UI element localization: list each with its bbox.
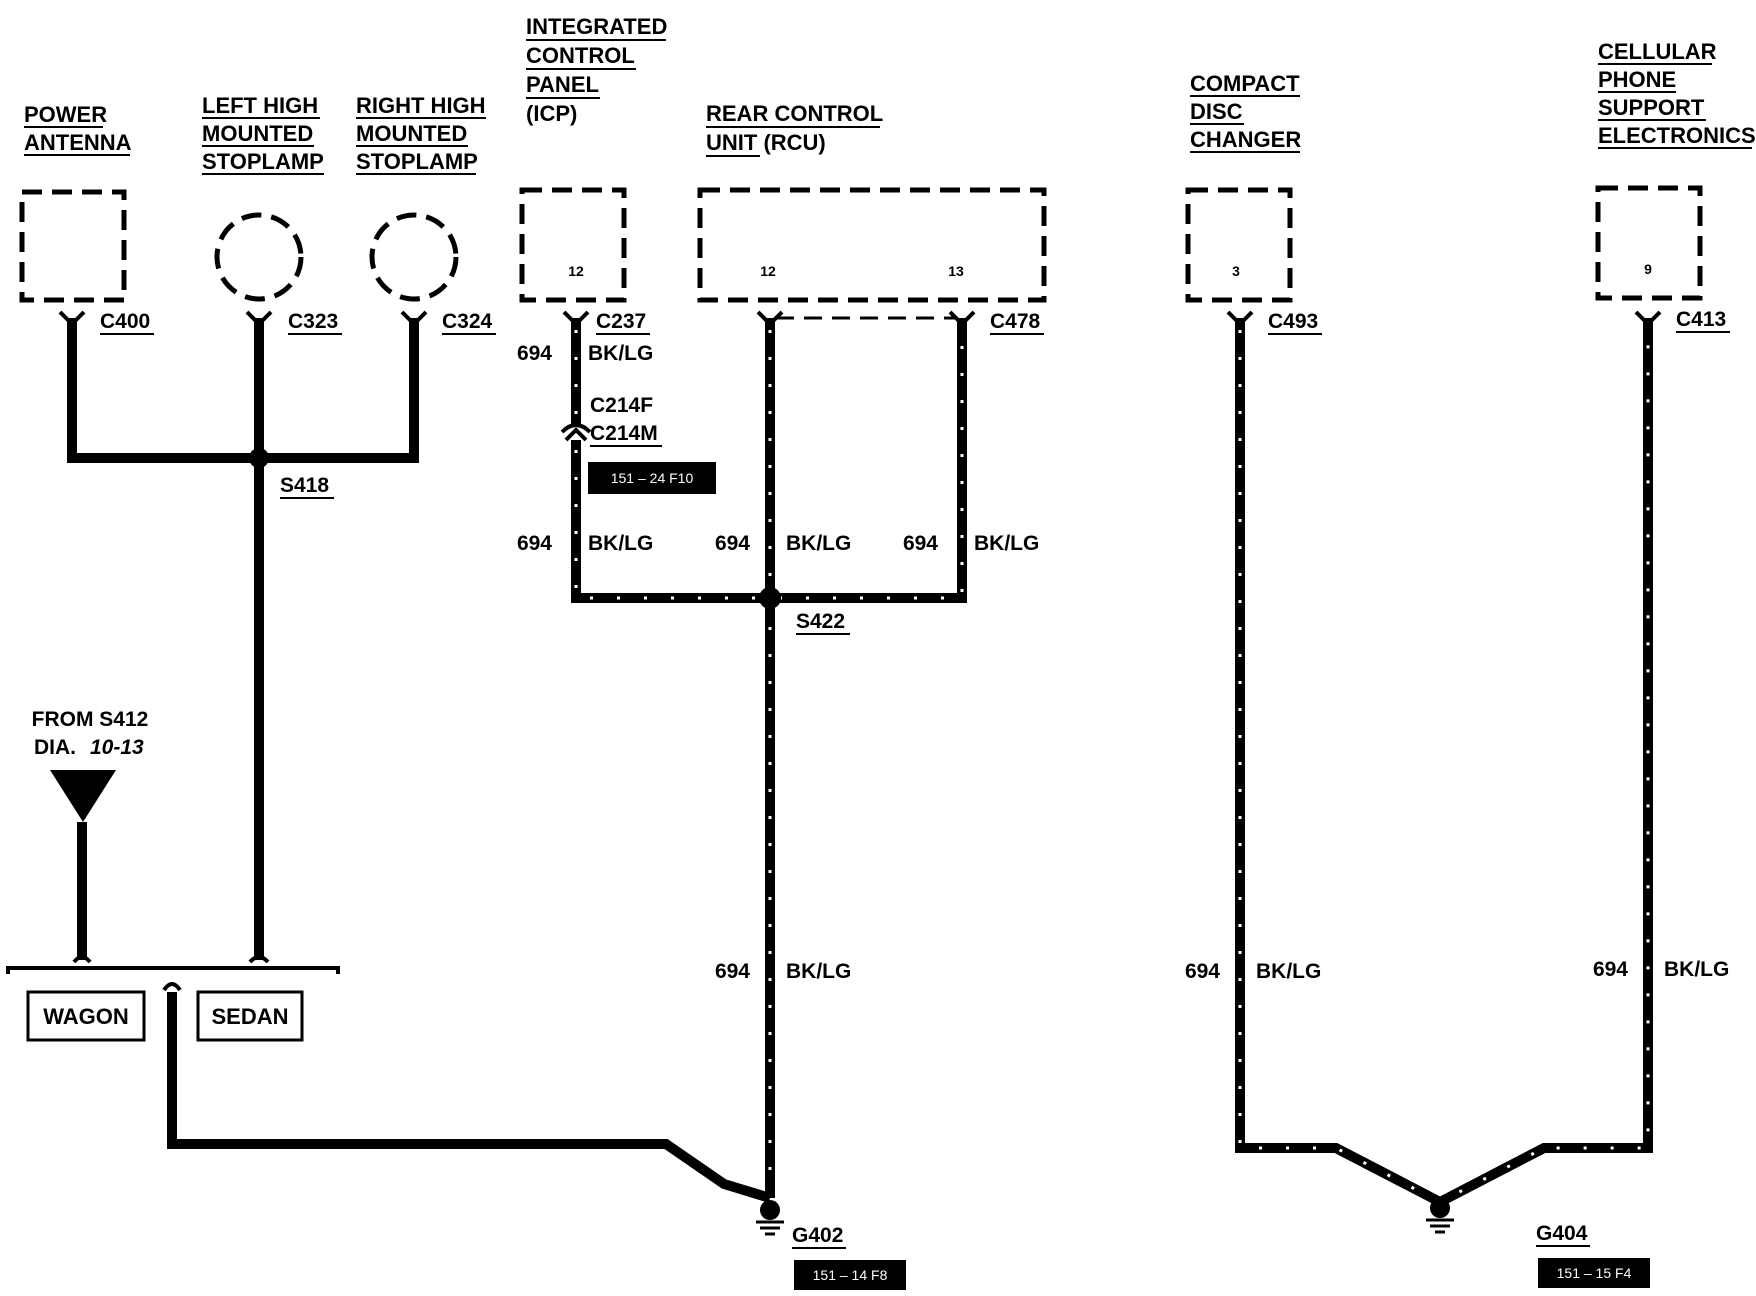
ref-tag-g404: 151 – 15 F4 — [1538, 1258, 1650, 1288]
c413-label: C413 — [1676, 308, 1726, 331]
sedan-option: SEDAN — [196, 990, 304, 1042]
wire-color-icp-top: BK/LG — [588, 342, 653, 365]
cell-phone-label-line3: SUPPORT — [1598, 95, 1705, 120]
from-s412-note: FROM S412 DIA. 10-13 — [32, 708, 149, 759]
icp-box — [519, 187, 627, 303]
cell-pin: 9 — [1644, 261, 1652, 277]
icp-label-line1: INTEGRATED — [526, 14, 667, 39]
c214f-label: C214F — [590, 394, 653, 417]
wire-color-icp-low: BK/LG — [588, 532, 653, 555]
icp-label-line3: PANEL — [526, 72, 599, 97]
c478-label: C478 — [990, 310, 1041, 333]
wire-circuit-icp-low: 694 — [517, 532, 552, 555]
icp-label-line4: (ICP) — [526, 101, 577, 126]
cd-changer-label-line2: DISC — [1190, 99, 1243, 124]
rcu-box — [697, 187, 1047, 303]
from-s412-triangle: L — [50, 770, 116, 822]
rcu-pin-left: 12 — [760, 263, 776, 279]
ref-tag-g404-text: 151 – 15 F4 — [1557, 1265, 1632, 1281]
c214-inline-connector — [560, 423, 592, 442]
cell-phone-label: CELLULAR PHONE SUPPORT ELECTRONICS — [1598, 39, 1756, 149]
left-stoplamp-label: LEFT HIGH MOUNTED STOPLAMP — [202, 93, 324, 175]
cell-phone-label-line4: ELECTRONICS — [1598, 123, 1756, 148]
c323-label: C323 — [288, 310, 338, 333]
cell-phone-label-line2: PHONE — [1598, 67, 1676, 92]
rcu-label: REAR CONTROL UNIT (RCU) — [706, 101, 883, 157]
c237-label: C237 — [596, 310, 646, 333]
wire-circuit-rcu13: 694 — [903, 532, 938, 555]
icp-pin: 12 — [568, 263, 584, 279]
ref-tag-g402: 151 – 14 F8 — [794, 1260, 906, 1290]
c493-label: C493 — [1268, 310, 1318, 333]
connector-labels: C400 C323 C324 C237 C478 C493 C413 C214F… — [100, 308, 1730, 447]
power-antenna-box — [19, 189, 127, 303]
ground-g402-symbol — [756, 1200, 784, 1236]
left-stoplamp-label-line2: MOUNTED — [202, 121, 313, 146]
ground-g404-symbol — [1426, 1198, 1454, 1234]
wire-color-ground-g402: BK/LG — [786, 960, 851, 983]
wagon-option-label: WAGON — [43, 1004, 129, 1029]
from-s412-letter: L — [78, 778, 89, 798]
icp-label: INTEGRATED CONTROL PANEL (ICP) — [526, 14, 667, 126]
cd-changer-box — [1185, 187, 1293, 303]
wire-circuit-icp-top: 694 — [517, 342, 552, 365]
left-stoplamp-label-line1: LEFT HIGH — [202, 93, 318, 118]
from-s412-dia-prefix: DIA. — [34, 736, 76, 759]
left-stoplamp-symbol — [214, 212, 304, 302]
splice-s418-dot — [249, 448, 269, 468]
rcu-label-line1: REAR CONTROL — [706, 101, 883, 126]
wire-color-rcu12: BK/LG — [786, 532, 851, 555]
ref-tag-c214-text: 151 – 24 F10 — [611, 470, 694, 486]
power-antenna-label-line1: POWER — [24, 102, 107, 127]
icp-label-line2: CONTROL — [526, 43, 635, 68]
cd-changer-label-line3: CHANGER — [1190, 127, 1301, 152]
c324-label: C324 — [442, 310, 493, 333]
s418-label: S418 — [280, 474, 329, 497]
c400-label: C400 — [100, 310, 150, 333]
right-stoplamp-label-line3: STOPLAMP — [356, 149, 478, 174]
cd-changer-label: COMPACT DISC CHANGER — [1190, 71, 1301, 153]
cell-phone-box — [1595, 185, 1703, 301]
power-antenna-label: POWER ANTENNA — [24, 102, 132, 156]
wire-color-cell: BK/LG — [1664, 958, 1729, 981]
c214m-label: C214M — [590, 422, 658, 445]
antenna-stoplamp-bus-wire — [67, 318, 419, 463]
wagon-sedan-bracket — [6, 955, 340, 992]
rcu-pin-right: 13 — [948, 263, 964, 279]
cd-pin: 3 — [1232, 263, 1240, 279]
wire-circuit-ground-g402: 694 — [715, 960, 750, 983]
left-stoplamp-label-line3: STOPLAMP — [202, 149, 324, 174]
right-stoplamp-label-line1: RIGHT HIGH — [356, 93, 486, 118]
cd-changer-label-line1: COMPACT — [1190, 71, 1300, 96]
cd-cell-ground-wire — [1235, 318, 1653, 1208]
wagon-option: WAGON — [26, 990, 146, 1042]
sedan-option-label: SEDAN — [211, 1004, 288, 1029]
connector-chevrons — [58, 310, 1662, 327]
splice-s422-dot — [759, 587, 781, 609]
g404-label: G404 — [1536, 1222, 1588, 1245]
rcu-label-line2: UNIT (RCU) — [706, 130, 826, 155]
from-s412-dia-ref: 10-13 — [90, 736, 144, 759]
right-stoplamp-label: RIGHT HIGH MOUNTED STOPLAMP — [356, 93, 486, 175]
wire-circuit-rcu12: 694 — [715, 532, 750, 555]
wire-color-cd: BK/LG — [1256, 960, 1321, 983]
wire-circuit-cell: 694 — [1593, 958, 1628, 981]
right-stoplamp-symbol — [369, 212, 459, 302]
wire-color-rcu13: BK/LG — [974, 532, 1039, 555]
right-stoplamp-label-line2: MOUNTED — [356, 121, 467, 146]
from-s412-line1: FROM S412 — [32, 708, 149, 731]
cell-phone-label-line1: CELLULAR — [1598, 39, 1717, 64]
ref-tag-c214: 151 – 24 F10 — [588, 462, 716, 494]
g402-label: G402 — [792, 1224, 843, 1247]
wire-circuit-cd: 694 — [1185, 960, 1220, 983]
ref-tag-g402-text: 151 – 14 F8 — [813, 1267, 888, 1283]
power-antenna-label-line2: ANTENNA — [24, 130, 132, 155]
s422-label: S422 — [796, 610, 845, 633]
wagon-sedan-ground-wire — [167, 992, 772, 1203]
wire-labels: 694 BK/LG 694 BK/LG 694 BK/LG 694 BK/LG … — [517, 342, 1729, 983]
